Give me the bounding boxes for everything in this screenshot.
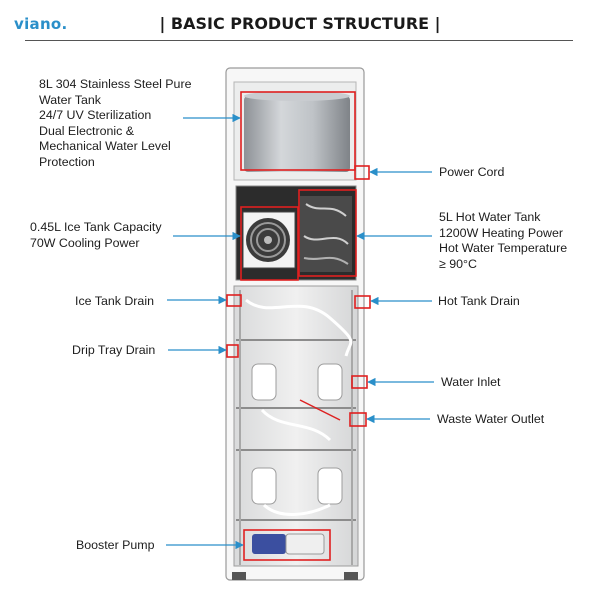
cooling-fan	[242, 211, 296, 269]
hot-tank-line-3: Hot Water Temperature	[439, 241, 568, 256]
water-tank-line-6: Protection	[39, 154, 95, 169]
header-divider	[25, 40, 573, 41]
hot-tank-line-1: 5L Hot Water Tank	[439, 210, 541, 224]
callout-hot-tank: 5L Hot Water Tank 1200W Heating Power Ho…	[439, 210, 567, 272]
highlight-water-inlet	[351, 375, 368, 389]
brand-logo: viano.	[14, 15, 68, 33]
highlight-ice-tank-drain	[226, 294, 242, 307]
highlight-hot-tank	[298, 189, 357, 277]
water-tank-line-5: Mechanical Water Level	[39, 139, 171, 154]
highlight-boxes	[226, 91, 371, 561]
stainless-steel-tank	[244, 91, 350, 172]
highlight-hot-tank-drain	[354, 295, 371, 309]
highlight-waste-water-outlet	[349, 412, 367, 427]
callout-water-tank: 8L 304 Stainless Steel Pure Water Tank 2…	[39, 77, 191, 171]
callout-hot-tank-drain: Hot Tank Drain	[438, 294, 520, 308]
water-tank-line-1: 8L 304 Stainless Steel Pure	[39, 77, 192, 91]
highlight-booster-pump	[243, 529, 331, 561]
highlight-power-cord	[354, 165, 370, 180]
callout-drip-tray-drain: Drip Tray Drain	[72, 343, 156, 357]
filter-assembly	[245, 298, 353, 516]
callout-ice-tank: 0.45L Ice Tank Capacity 70W Cooling Powe…	[30, 220, 162, 251]
callout-ice-tank-drain: Ice Tank Drain	[75, 294, 154, 308]
highlight-water-tank	[240, 91, 356, 171]
hot-tank-line-2: 1200W Heating Power	[439, 225, 563, 240]
water-tank-line-3: 24/7 UV Sterilization	[39, 108, 152, 123]
highlight-drip-tray-drain	[226, 344, 239, 358]
ice-tank-line-1: 0.45L Ice Tank Capacity	[30, 220, 162, 234]
highlight-ice-tank	[240, 206, 299, 281]
callout-power-cord: Power Cord	[439, 165, 505, 179]
ice-tank-line-2: 70W Cooling Power	[30, 235, 140, 250]
hot-tank-unit	[300, 196, 352, 272]
hot-tank-line-4: ≥ 90°C	[439, 256, 477, 271]
page-title: | BASIC PRODUCT STRUCTURE |	[159, 14, 441, 33]
water-tank-line-2: Water Tank	[39, 92, 101, 107]
callout-arrows	[166, 113, 434, 550]
callout-booster-pump: Booster Pump	[76, 538, 155, 552]
callout-water-inlet: Water Inlet	[441, 375, 501, 389]
callout-waste-water-outlet: Waste Water Outlet	[437, 412, 545, 426]
water-tank-line-4: Dual Electronic &	[39, 123, 135, 138]
booster-pump-graphic	[252, 533, 325, 555]
